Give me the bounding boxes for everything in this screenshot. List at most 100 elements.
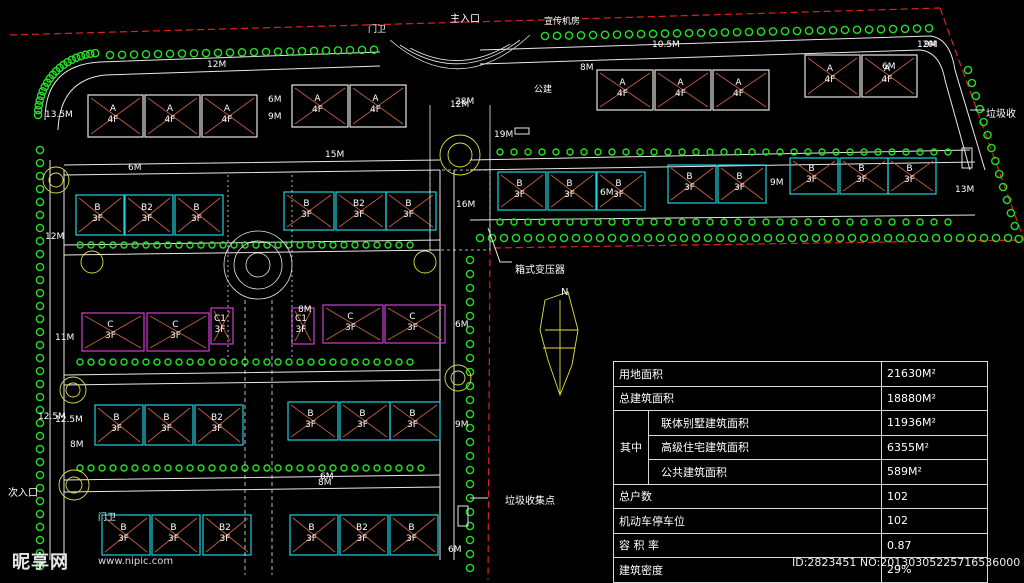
tree-symbol — [566, 148, 574, 156]
row-label: 总建筑面积 — [613, 385, 882, 411]
tree-symbol — [708, 28, 718, 37]
tree-symbol — [263, 464, 271, 472]
tree-symbol — [930, 218, 938, 226]
tree-symbol — [153, 241, 161, 249]
roof-lines — [392, 404, 438, 438]
tree-symbol — [35, 158, 45, 168]
table-row: 总户数 102 — [613, 483, 988, 509]
tree-symbol — [907, 233, 917, 243]
secondary-entrance-label: 次入口 — [8, 488, 38, 499]
unit-type: B — [307, 409, 314, 419]
tree-symbol — [465, 311, 475, 321]
tree-symbol — [540, 31, 550, 41]
tree-symbol — [864, 25, 874, 34]
tree-symbol — [307, 464, 315, 472]
dimension-label: 12M — [45, 232, 65, 242]
tree-symbol — [804, 218, 812, 226]
roof-lines — [286, 194, 332, 228]
tree-symbol — [496, 148, 504, 156]
unit-floors: 4F — [675, 89, 686, 99]
tree-symbol — [76, 51, 86, 61]
tree-symbol — [395, 358, 403, 366]
tree-symbol — [35, 444, 45, 454]
tree-symbol — [395, 464, 403, 472]
roof-lines — [387, 307, 443, 341]
building-outline — [87, 94, 144, 138]
tree-symbol — [847, 233, 857, 243]
tree-symbol — [35, 210, 45, 220]
unit-type: B — [808, 164, 815, 174]
dimension-label: 8M — [318, 478, 332, 488]
tree-symbol — [792, 26, 802, 36]
row-value: 6355M² — [881, 434, 988, 460]
roof-lines — [147, 407, 191, 443]
tree-symbol — [340, 464, 348, 472]
dimension-label: 13.5M — [45, 110, 73, 120]
row-value: 589M² — [881, 459, 988, 485]
tree-symbol — [153, 464, 161, 472]
tree-symbol — [930, 148, 938, 156]
tree-symbol — [998, 182, 1008, 192]
roof-lines — [104, 517, 148, 553]
tree-symbol — [600, 30, 610, 40]
tree-symbol — [35, 496, 45, 506]
unit-floors: 3F — [118, 534, 129, 544]
tree-symbol — [329, 241, 337, 249]
dimension-label: 8M — [70, 440, 84, 450]
building-outline — [384, 304, 446, 344]
table-row: 容 积 率 0.87 — [613, 532, 988, 558]
dimension-label: 11M — [55, 333, 75, 343]
main-entrance-label: 主入口 — [450, 14, 480, 25]
unit-floors: 3F — [170, 331, 181, 341]
tree-symbol — [241, 241, 249, 249]
tree-symbol — [384, 358, 392, 366]
unit-type: C — [172, 320, 179, 330]
tree-symbol — [979, 117, 988, 127]
tree-symbol — [571, 233, 581, 243]
building-outline — [596, 171, 646, 211]
tree-symbol — [768, 27, 778, 36]
unit-floors: 3F — [806, 175, 817, 185]
tree-symbol — [828, 25, 838, 35]
tree-symbol — [706, 148, 714, 156]
tree-symbol — [1010, 221, 1020, 231]
building-outline — [210, 307, 234, 345]
unit-type: A — [166, 104, 174, 114]
tree-symbol — [219, 358, 227, 366]
roof-lines — [792, 160, 836, 192]
dimension-label: 9M — [770, 178, 784, 188]
tree-symbol — [692, 148, 700, 156]
unit-type: A — [735, 78, 742, 88]
tree-symbol — [33, 105, 43, 115]
unit-floors: 4F — [164, 115, 176, 125]
tree-symbol — [963, 65, 973, 75]
roof-lines — [388, 194, 434, 228]
unit-floors: 3F — [407, 420, 418, 430]
unit-type: C1 — [295, 314, 308, 324]
tree-symbol — [35, 405, 45, 415]
dimension-label: 8M — [298, 305, 312, 315]
tree-symbol — [201, 48, 211, 58]
unit-type: B — [906, 164, 913, 174]
building-outline — [151, 514, 201, 556]
tree-symbol — [720, 218, 728, 226]
unit-floors: 3F — [613, 190, 624, 200]
tree-symbol — [679, 233, 689, 243]
tree-symbol — [274, 241, 282, 249]
dimension-label: 6M — [600, 188, 614, 198]
tree-symbol — [739, 233, 749, 243]
roof-lines — [392, 517, 436, 553]
tree-symbol — [916, 218, 924, 226]
table-row: 用地面积 21630M² — [613, 361, 988, 387]
row-label: 联体别墅建筑面积 — [648, 410, 882, 436]
tree-symbol — [296, 241, 304, 249]
tree-symbol — [35, 548, 45, 558]
unit-type: B — [516, 179, 523, 189]
dimension-label: 15M — [325, 150, 345, 160]
tree-symbol — [213, 48, 223, 58]
